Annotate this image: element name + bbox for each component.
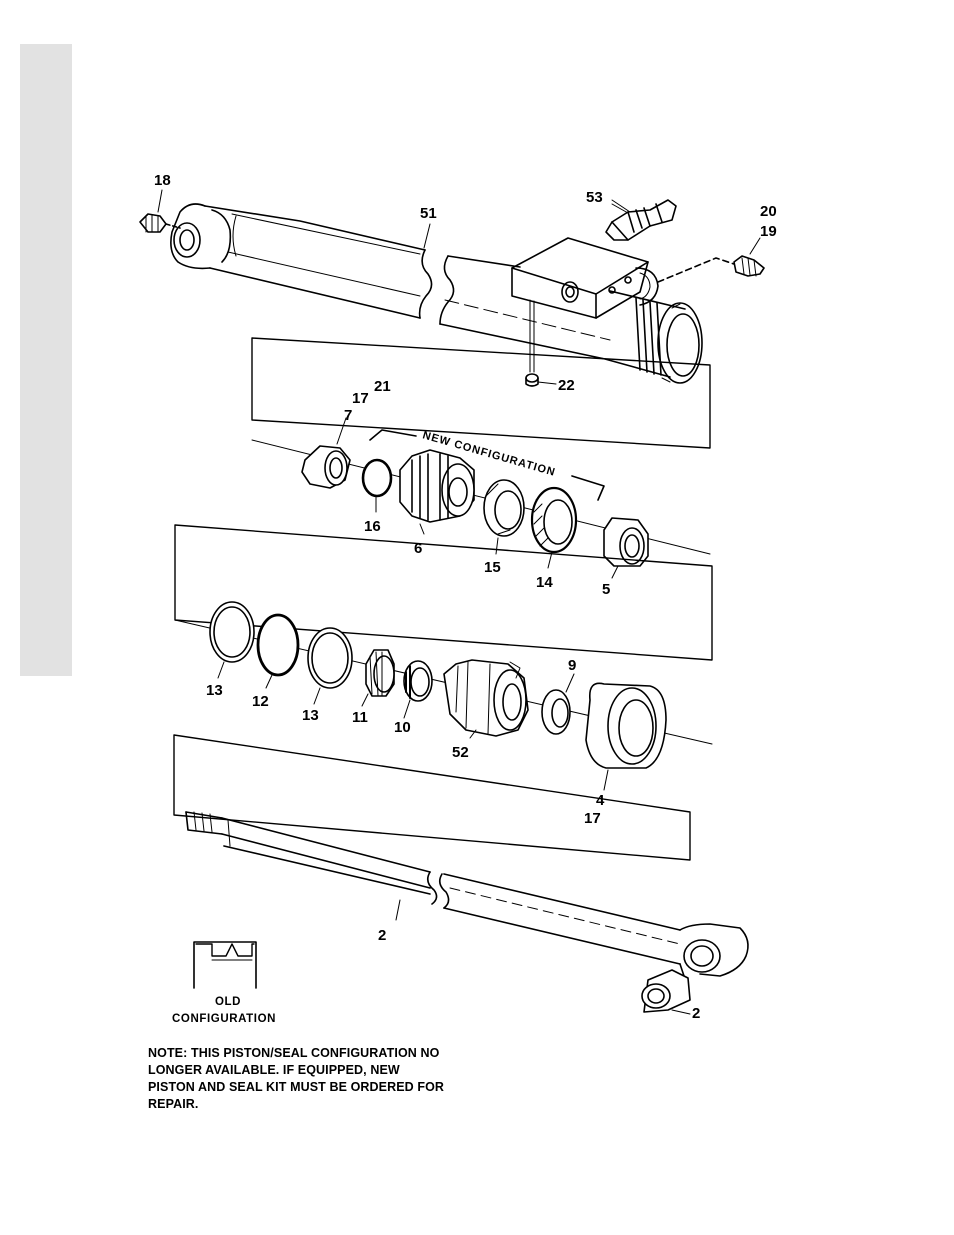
- wiper-9: [542, 674, 574, 734]
- panel-1-frame: [252, 338, 710, 448]
- callout-53: 53: [586, 189, 603, 206]
- plug-22: [526, 374, 556, 386]
- callout-20: 20: [760, 203, 777, 220]
- callout-10: 10: [394, 719, 411, 736]
- callout-9: 9: [568, 657, 576, 674]
- note-line-4: REPAIR.: [148, 1096, 510, 1113]
- head-4: [586, 683, 666, 790]
- callout-18: 18: [154, 172, 171, 189]
- grease-fitting-18: [140, 190, 180, 232]
- nut-7: [302, 418, 350, 488]
- gland-52: [444, 660, 528, 738]
- callout-51: 51: [420, 205, 437, 222]
- callout-6: 6: [414, 540, 422, 557]
- rod-end-bushing: [642, 970, 690, 1014]
- callout-17-top: 17: [352, 390, 369, 407]
- backup-ring-13-right: [308, 628, 352, 704]
- configuration-note: NOTE: THIS PISTON/SEAL CONFIGURATION NO …: [148, 1045, 510, 1113]
- backup-ring-13-left: [210, 602, 254, 678]
- bushing-5: [604, 518, 648, 578]
- callout-14: 14: [536, 574, 553, 591]
- callout-7: 7: [344, 407, 352, 424]
- piston-6: [400, 450, 474, 534]
- callout-12: 12: [252, 693, 269, 710]
- callout-21: 21: [374, 378, 391, 395]
- callout-52: 52: [452, 744, 469, 761]
- old-configuration-seal-profile: [194, 942, 256, 988]
- wear-ring-15: [484, 480, 524, 554]
- callout-13-left: 13: [206, 682, 223, 699]
- o-ring-12: [258, 615, 298, 688]
- callout-13-right: 13: [302, 707, 319, 724]
- piston-rod: [186, 812, 748, 976]
- callout-4: 4: [596, 792, 605, 809]
- fitting-19: [658, 238, 764, 282]
- seal-14: [532, 488, 576, 568]
- callout-16: 16: [364, 518, 381, 535]
- seal-11: [362, 650, 394, 706]
- callout-15: 15: [484, 559, 501, 576]
- callout-22: 22: [558, 377, 575, 394]
- note-line-3: PISTON AND SEAL KIT MUST BE ORDERED FOR: [148, 1079, 510, 1096]
- valve-fitting-53: [606, 200, 676, 240]
- callout-labels: 18 51 53 20 19 22 21 17 7 16 6 15 14 5 1…: [154, 172, 777, 1022]
- callout-19: 19: [760, 223, 777, 240]
- seal-10: [404, 661, 432, 718]
- note-line-2: LONGER AVAILABLE. IF EQUIPPED, NEW: [148, 1062, 510, 1079]
- callout-11: 11: [352, 709, 368, 726]
- callout-17-bottom: 17: [584, 810, 601, 827]
- callout-2-rod: 2: [378, 927, 386, 944]
- callout-2-bushing: 2: [692, 1005, 700, 1022]
- old-configuration-label-line2: CONFIGURATION: [172, 1013, 276, 1025]
- note-line-1: NOTE: THIS PISTON/SEAL CONFIGURATION NO: [148, 1045, 510, 1062]
- o-ring-16: [363, 460, 391, 512]
- old-configuration-label-line1: OLD: [215, 996, 241, 1008]
- callout-5: 5: [602, 581, 610, 598]
- cylinder-barrel: [171, 204, 702, 383]
